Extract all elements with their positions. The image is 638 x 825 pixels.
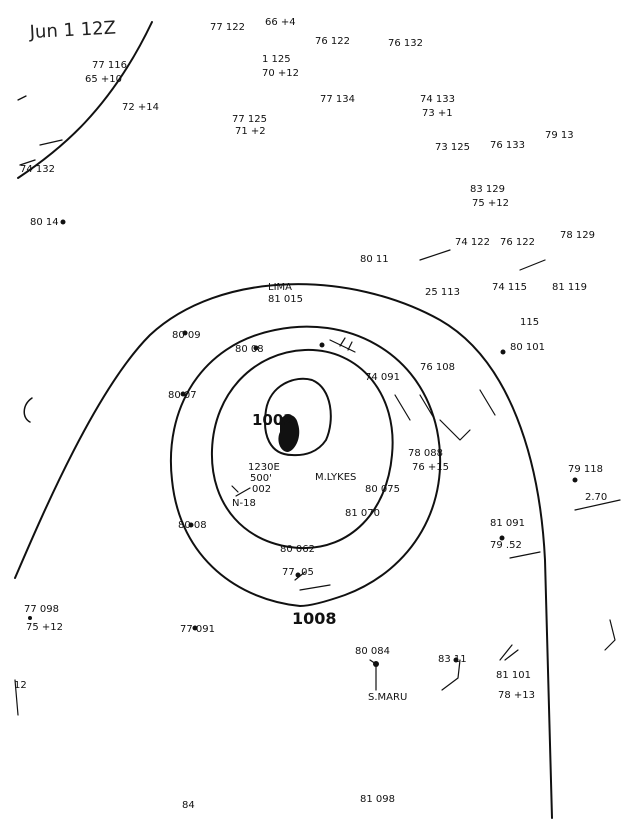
station-obs: 77 091 xyxy=(180,624,215,635)
station-obs: 115 xyxy=(520,317,539,328)
station-obs: 002 xyxy=(252,484,271,495)
station-obs: 79 13 xyxy=(545,130,574,141)
station-obs: 81 119 xyxy=(552,282,587,293)
isobar-1008 xyxy=(169,325,442,607)
frontal-line-topleft xyxy=(17,21,153,179)
station-obs: 76 133 xyxy=(490,140,525,151)
station-obs: 77 .05 xyxy=(282,567,314,578)
isobar-inner xyxy=(264,377,332,457)
isobar-label-1: 80 09 xyxy=(172,330,201,341)
station-obs: 2.70 xyxy=(585,492,607,503)
station-obs: 73 125 xyxy=(435,142,470,153)
station-obs: 73 +1 xyxy=(422,108,453,119)
station-obs: 81 070 xyxy=(345,508,380,519)
low-center-marker xyxy=(278,414,300,452)
station-obs: 75 +12 xyxy=(26,622,63,633)
isobar-label-3: 80 08 xyxy=(235,344,264,355)
station-obs: 71 +2 xyxy=(235,126,266,137)
station-obs: 80 084 xyxy=(355,646,390,657)
station-obs: 76 +15 xyxy=(412,462,449,473)
station-obs: 1 125 xyxy=(262,54,291,65)
station-obs: N-18 xyxy=(232,498,256,509)
station-obs: 1230E xyxy=(248,462,280,473)
station-obs: 76 132 xyxy=(388,38,423,49)
station-obs: 79 .52 xyxy=(490,540,522,551)
station-obs: 83 129 xyxy=(470,184,505,195)
station-obs: 77 116 xyxy=(92,60,127,71)
station-obs: 74 132 xyxy=(20,164,55,175)
station-obs: M.LYKES xyxy=(315,472,356,483)
station-obs: 77 098 xyxy=(24,604,59,615)
station-obs: S.MARU xyxy=(368,692,407,703)
station-obs: 78 +13 xyxy=(498,690,535,701)
isobar-1008-label: 1008 xyxy=(292,609,337,628)
station-obs: 80 14 xyxy=(30,217,59,228)
station-obs: 78 088 xyxy=(408,448,443,459)
station-obs: 74 133 xyxy=(420,94,455,105)
station-obs: 80 062 xyxy=(280,544,315,555)
station-obs: 500' xyxy=(250,473,272,484)
station-plots: 77 122 66 +4 76 122 76 132 77 116 65 +10… xyxy=(14,17,607,811)
station-obs: 83 11 xyxy=(438,654,467,665)
station-obs: 66 +4 xyxy=(265,17,296,28)
station-obs: 74 122 xyxy=(455,237,490,248)
station-obs: 80 075 xyxy=(365,484,400,495)
station-obs: 75 +12 xyxy=(472,198,509,209)
date-label: Jun 1 12Z xyxy=(28,18,116,44)
station-obs: 81 015 xyxy=(268,294,303,305)
station-dots xyxy=(28,219,578,667)
station-obs: 76 122 xyxy=(315,36,350,47)
station-obs: 80 101 xyxy=(510,342,545,353)
station-obs: 84 xyxy=(182,800,195,811)
isobar-outer xyxy=(14,283,553,819)
station-obs: 76 108 xyxy=(420,362,455,373)
center-pressure-label: 1002 xyxy=(252,411,294,429)
station-obs: 72 +14 xyxy=(122,102,159,113)
station-obs: 77 125 xyxy=(232,114,267,125)
isobar-middle xyxy=(210,348,394,550)
station-obs: 25 113 xyxy=(425,287,460,298)
station-obs: 65 +10 xyxy=(85,74,122,85)
station-obs: 78 129 xyxy=(560,230,595,241)
station-obs: 81 091 xyxy=(490,518,525,529)
wind-barb-topleft xyxy=(17,95,63,166)
wind-barbs xyxy=(14,249,621,716)
station-obs: 74 091 xyxy=(365,372,400,383)
station-obs: 79 118 xyxy=(568,464,603,475)
station-obs: 76 122 xyxy=(500,237,535,248)
station-obs: 70 +12 xyxy=(262,68,299,79)
station-obs: 77 134 xyxy=(320,94,355,105)
station-obs: 81 101 xyxy=(496,670,531,681)
station-obs: LIMA xyxy=(268,282,292,293)
station-obs: 77 122 xyxy=(210,22,245,33)
isobar-fragment-left xyxy=(23,397,33,423)
station-obs: 81 098 xyxy=(360,794,395,805)
station-obs: 12 xyxy=(14,680,27,691)
station-obs: 74 115 xyxy=(492,282,527,293)
station-obs: 80 11 xyxy=(360,254,389,265)
